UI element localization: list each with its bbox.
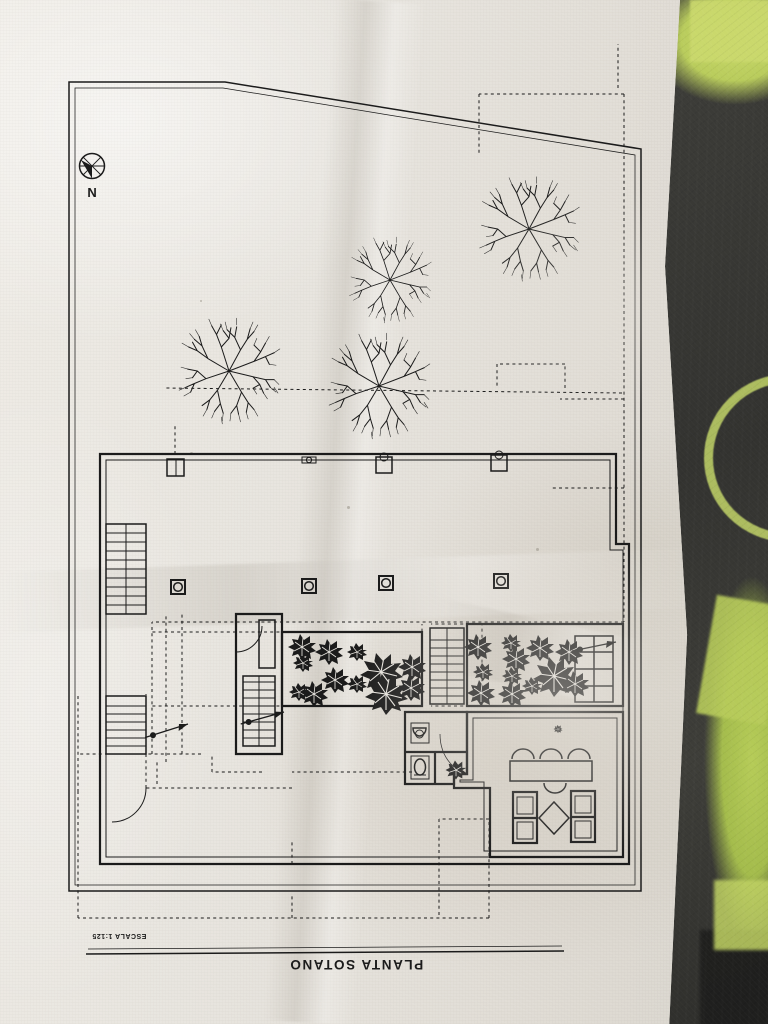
paper-grain [0, 0, 688, 1024]
property-boundary [68, 81, 642, 892]
indoor-planter [445, 760, 467, 780]
stair-core-direction-arrow [239, 710, 286, 727]
opening-1 [490, 450, 508, 472]
door-swing-stair-core [235, 625, 263, 653]
opening-2 [375, 452, 393, 474]
title-block: PLANTA SOTANO ESCALA 1:125 [85, 932, 565, 972]
shrub [466, 679, 496, 707]
restroom-block [403, 710, 469, 786]
floor-marker [553, 724, 563, 734]
stair-exterior-right-upper [105, 695, 190, 755]
door-swing-right-wall [111, 787, 147, 823]
north-label: N [87, 185, 96, 200]
shrub [314, 638, 344, 666]
paper-sheet: PLANTA SOTANO ESCALA 1:125 [0, 0, 688, 1024]
upper-level-outline [152, 44, 625, 623]
column-4 [170, 579, 186, 595]
tree-4 [479, 176, 580, 282]
shrub [472, 662, 494, 682]
lounge-dining-room [452, 710, 625, 859]
column-1 [493, 573, 509, 589]
column-3 [301, 578, 317, 594]
shrub [346, 642, 368, 662]
shrub [500, 633, 522, 653]
sofa-left [569, 789, 597, 844]
title-rule-inner [87, 945, 563, 950]
open-hall [170, 573, 509, 595]
stair-exterior-right-lower [105, 523, 147, 615]
paper-speck [536, 548, 539, 551]
opening-4 [166, 458, 185, 477]
stair-core-interior [234, 612, 286, 756]
sofa-right [511, 790, 539, 845]
garden-court-right [280, 630, 427, 716]
floor-plan-drawing: PLANTA SOTANO ESCALA 1:125 [0, 0, 688, 1024]
plan-scale: ESCALA 1:125 [92, 932, 146, 939]
tree-2 [178, 317, 281, 425]
background-yellow-patch [714, 880, 768, 950]
paper-shading [0, 0, 688, 1024]
title-rule-outer [85, 950, 565, 955]
right-wall-door [111, 787, 147, 823]
planter-trail [439, 733, 455, 768]
shrub [346, 674, 368, 694]
restroom-lower-fixture [410, 722, 430, 744]
background-yellow-band [690, 0, 768, 62]
upper-level-outline-top [77, 694, 490, 919]
column-2 [378, 575, 394, 591]
tree-3 [349, 236, 432, 324]
shrub [525, 634, 555, 662]
tree-1 [328, 332, 431, 440]
paper-speck [347, 506, 350, 509]
shrub [320, 666, 350, 694]
building-outer-wall [98, 452, 631, 866]
north-arrow-symbol: N [78, 152, 106, 200]
restroom-upper-fixture [410, 755, 430, 780]
wall-openings [166, 450, 508, 477]
stair-garden-center [429, 627, 465, 705]
shrub [287, 633, 317, 661]
garden-court-left [463, 622, 625, 708]
coffee-table-diamond [537, 800, 571, 836]
paper-speck [200, 300, 202, 302]
shrub [463, 633, 493, 661]
site-axis-dotted [163, 387, 623, 394]
shrub [501, 666, 523, 686]
stair-right-direction-arrow [143, 722, 190, 740]
exterior-yard [178, 176, 580, 440]
dining-table [509, 760, 593, 782]
dining-chairs [511, 748, 591, 794]
plan-title: PLANTA SOTANO [289, 957, 424, 972]
opening-3 [301, 456, 317, 464]
